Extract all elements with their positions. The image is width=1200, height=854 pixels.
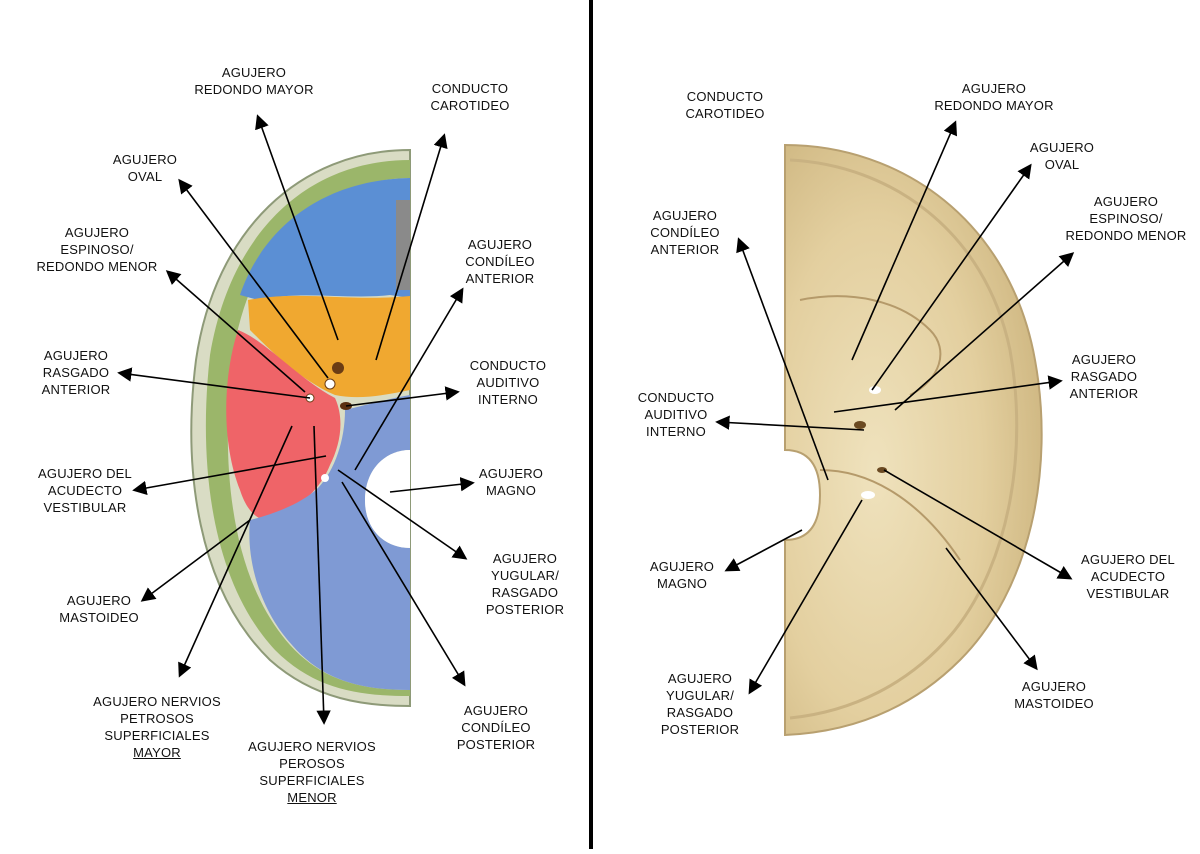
arrow-mastoideo-right [945,547,1038,671]
label-auditivo-left: CONDUCTO AUDITIVO INTERNO [469,358,547,407]
arrow-rasgado-anterior-right [833,375,1063,413]
label-carotideo-left: CONDUCTO CAROTIDEO [430,81,510,113]
arrow-condileo-posterior-left [341,481,466,687]
label-redondo-mayor-right: AGUJERO REDONDO MAYOR [934,81,1054,113]
occipital-region [249,395,410,690]
frontal-region [240,178,410,300]
arrow-acueducto-right [883,469,1073,580]
left-skull-illustration [190,148,411,708]
arrow-mastoideo-left [140,519,251,602]
arrow-petrosos-mayor [178,425,293,678]
arrow-auditivo-right [715,415,865,431]
label-mastoideo-right: AGUJERO MASTOIDEO [1014,679,1094,711]
label-magno-left: AGUJERO MAGNO [478,466,544,498]
arrow-magno-right [724,529,803,572]
panel-divider [589,0,593,849]
label-condileo-anterior-right: AGUJERO CONDÍLEO ANTERIOR [650,208,720,257]
arrow-acueducto-left [132,455,327,496]
arrow-yugular-left [337,469,468,560]
label-acueducto-right: AGUJERO DEL ACUDECTO VESTIBULAR [1081,552,1175,601]
label-espinoso-left: AGUJERO ESPINOSO/ REDONDO MENOR [36,225,158,274]
label-perosos-menor: AGUJERO NERVIOS PEROSOS SUPERFICIALES ME… [248,739,376,805]
arrow-auditivo-left [345,386,460,407]
arrow-espinoso-right [894,252,1075,411]
arrow-redondo-mayor-left [255,114,339,341]
label-oval-right: AGUJERO OVAL [1029,140,1095,172]
label-mastoideo-left: AGUJERO MASTOIDEO [59,593,139,625]
label-carotideo-right: CONDUCTO CAROTIDEO [685,89,765,121]
arrow-redondo-mayor-right [851,120,958,361]
label-condileo-anterior-left: AGUJERO CONDÍLEO ANTERIOR [465,237,535,286]
sphenoid-region [248,295,410,398]
label-petrosos-mayor: AGUJERO NERVIOS PETROSOS SUPERFICIALES M… [93,694,221,760]
label-acueducto-left: AGUJERO DEL ACUDECTO VESTIBULAR [38,466,132,515]
label-espinoso-right: AGUJERO ESPINOSO/ REDONDO MENOR [1065,194,1187,243]
arrow-oval-right [871,163,1032,391]
label-auditivo-right: CONDUCTO AUDITIVO INTERNO [637,390,715,439]
arrow-magno-left [389,477,475,493]
arrow-perosos-menor [313,425,331,725]
label-rasgado-anterior-right: AGUJERO RASGADO ANTERIOR [1069,352,1139,401]
label-condileo-posterior-left: AGUJERO CONDÍLEO POSTERIOR [456,703,536,752]
label-redondo-mayor-left: AGUJERO REDONDO MAYOR [194,65,314,97]
arrow-rasgado-anterior-left [117,367,311,399]
left-pointer-arrows [117,114,475,725]
right-pointer-arrows [715,120,1075,695]
right-skull-specimen [784,143,1043,737]
arrow-yugular-right [748,499,863,695]
arrow-condileo-anterior-right [736,237,829,481]
temporal-region [226,330,341,522]
label-oval-left: AGUJERO OVAL [112,152,178,184]
label-yugular-right: AGUJERO YUGULAR/ RASGADO POSTERIOR [660,671,740,737]
arrow-carotideo-left [375,133,448,361]
arrow-condileo-anterior-left [354,287,464,471]
arrow-espinoso-left [165,270,306,393]
label-yugular-left: AGUJERO YUGULAR/ RASGADO POSTERIOR [485,551,565,617]
arrow-oval-left [178,178,329,379]
label-magno-right: AGUJERO MAGNO [649,559,715,591]
label-rasgado-anterior-left: AGUJERO RASGADO ANTERIOR [41,348,111,397]
